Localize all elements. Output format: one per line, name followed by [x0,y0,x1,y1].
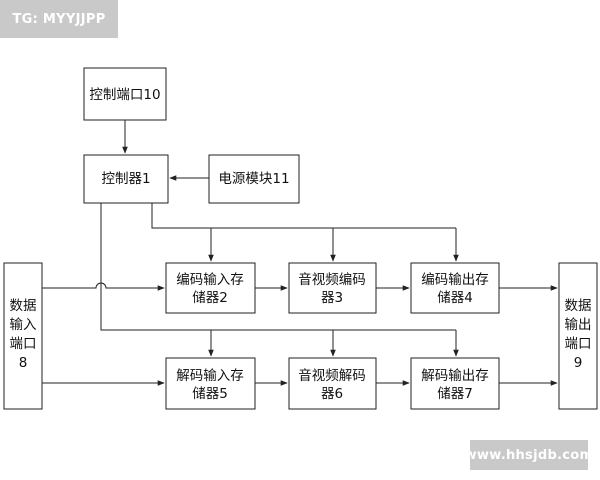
label-data-input-port-line4: 8 [19,355,28,371]
label-av-encoder-line2: 器3 [321,290,343,306]
watermark-bottom: www.hhsjdb.com [465,440,593,470]
label-decode-input-memory-line1: 解码输入存 [176,368,244,384]
edge-port8-to-memory2 [42,282,165,291]
box-av-encoder: 音视频编码 器3 [288,262,377,314]
edge-controller-bus-decode [100,203,456,331]
box-controller: 控制器1 [83,154,169,204]
watermark-top: TG: MYYJJPP [0,0,118,38]
label-encode-input-memory-line2: 储器2 [192,290,228,306]
label-decode-output-memory-line1: 解码输出存 [421,368,489,384]
label-decode-output-memory-line2: 储器7 [437,386,473,402]
label-controller: 控制器1 [101,171,150,187]
box-controller-port: 控制端口10 [83,67,167,121]
label-data-input-port-line1: 数据 [10,298,37,314]
label-encode-output-memory-line1: 编码输出存 [421,272,489,288]
label-av-decoder-line1: 音视频解码 [298,367,366,384]
label-encode-output-memory-line2: 储器4 [437,290,473,306]
label-av-decoder-line2: 器6 [321,386,343,402]
box-encode-input-memory: 编码输入存 储器2 [165,262,256,314]
label-data-output-port-line1: 数据 [565,298,592,314]
box-data-output-port: 数据 输出 端口 9 [558,262,598,410]
box-encode-output-memory: 编码输出存 储器4 [410,262,500,314]
edge-controller-bus-encode [151,203,456,229]
box-power-module: 电源模块11 [208,154,300,204]
label-encode-input-memory-line1: 编码输入存 [176,272,244,288]
box-av-decoder: 音视频解码 器6 [288,357,377,410]
label-data-output-port-line3: 端口 [565,336,592,352]
box-decode-output-memory: 解码输出存 储器7 [410,357,500,410]
label-data-output-port-line2: 输出 [565,317,592,333]
label-controller-port: 控制端口10 [89,87,160,103]
label-data-output-port-line4: 9 [574,355,583,371]
label-av-encoder-line1: 音视频编码 [298,271,366,288]
label-power-module: 电源模块11 [218,171,289,187]
label-decode-input-memory-line2: 储器5 [192,386,228,402]
connector-lines [42,120,558,386]
box-decode-input-memory: 解码输入存 储器5 [165,357,256,410]
box-data-input-port: 数据 输入 端口 8 [3,262,43,410]
label-data-input-port-line2: 输入 [10,317,37,333]
label-data-input-port-line3: 端口 [10,336,37,352]
